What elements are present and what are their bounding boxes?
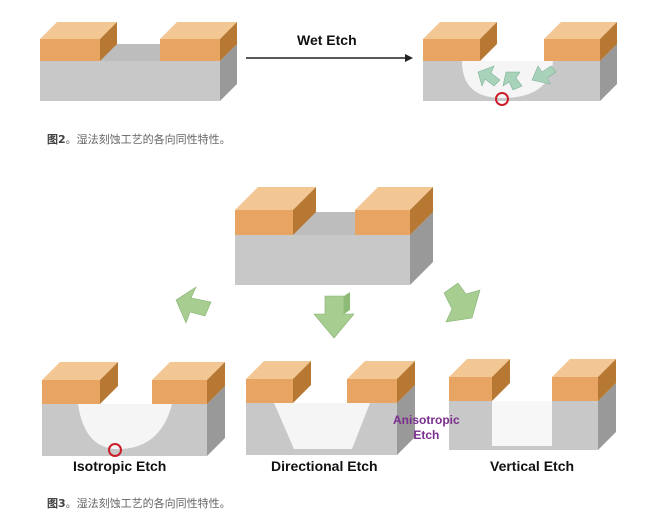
mask-block-right-side (598, 359, 616, 401)
wafer-directional-etch (246, 361, 415, 455)
mask-block-left-side (100, 22, 117, 61)
mask-block-left-top (40, 22, 117, 39)
etch-arrow-right (443, 282, 481, 323)
mask-block-left-front (42, 380, 100, 404)
mask-block-left-side (492, 359, 510, 401)
mask-block-right-side (397, 361, 415, 403)
etchant-arrow-right (531, 65, 557, 85)
trench-floor (98, 44, 162, 61)
mask-block-left-side (480, 22, 497, 61)
mask-block-left-top (42, 362, 118, 380)
mask-block-right-front (347, 379, 397, 403)
substrate-side (397, 385, 415, 455)
figure3-caption: 图3。湿法刻蚀工艺的各向同性特性。 (47, 495, 231, 511)
mask-block-left-front (235, 210, 293, 235)
figure2-caption-number: 图2 (47, 133, 66, 146)
wet-etch-arrow (246, 54, 413, 62)
isotropic-etch-cavity (78, 404, 172, 450)
mask-block-left-top (423, 22, 497, 39)
wafer-before-wet-etch (40, 22, 237, 101)
mask-block-right-top (552, 359, 616, 377)
mask-block-right-top (347, 361, 415, 379)
mask-block-left-top (449, 359, 510, 377)
mask-block-right-front (552, 377, 598, 401)
wafer-vertical-etch (449, 359, 616, 450)
wet-etch-label: Wet Etch (297, 32, 357, 48)
wafer-after-wet-etch (423, 22, 617, 106)
figure3-caption-text: 。湿法刻蚀工艺的各向同性特性。 (65, 497, 231, 510)
etchant-arrow-center (502, 71, 523, 91)
mask-block-left-front (246, 379, 293, 403)
etch-arrow-center (313, 292, 355, 339)
mask-block-right-front (160, 39, 220, 61)
substrate-side (410, 212, 433, 285)
etch-arrow-left (175, 286, 212, 324)
mask-block-left-side (293, 361, 311, 403)
vertical-etch-label: Vertical Etch (490, 458, 575, 474)
mask-block-left-top (246, 361, 311, 379)
mask-block-right-front (355, 210, 410, 235)
mask-block-right-side (600, 22, 617, 61)
mask-block-left-front (449, 377, 492, 401)
undercut-marker (495, 92, 509, 106)
wafer-before-etch (235, 187, 433, 285)
figure3-caption-number: 图3 (47, 497, 66, 510)
mask-block-left-front (40, 39, 100, 61)
wafer-isotropic-etch (42, 362, 225, 457)
tapered-etch-cavity (274, 403, 370, 449)
mask-block-right-side (410, 187, 433, 235)
vertical-etch-cavity (492, 401, 552, 446)
substrate-side (600, 44, 617, 101)
substrate-front (235, 235, 410, 285)
anisotropic-label-line1: Anisotropic (393, 413, 460, 427)
mask-block-right-front (152, 380, 207, 404)
mask-block-left-side (100, 362, 118, 404)
anisotropic-etch-label: Anisotropic Etch (393, 413, 460, 443)
mask-block-left-side (293, 187, 316, 235)
undercut-marker (108, 443, 122, 457)
substrate-side (220, 44, 237, 101)
mask-block-right-side (207, 362, 225, 404)
mask-block-right-top (544, 22, 617, 39)
figure2-caption-text: 。湿法刻蚀工艺的各向同性特性。 (65, 133, 231, 146)
mask-block-right-top (160, 22, 237, 39)
mask-block-right-front (544, 39, 600, 61)
substrate-side (207, 386, 225, 456)
mask-block-right-top (355, 187, 433, 210)
mask-block-right-side (220, 22, 237, 61)
isotropic-etch-label: Isotropic Etch (73, 458, 167, 474)
directional-etch-label: Directional Etch (271, 458, 378, 474)
etchant-arrow-left (477, 65, 501, 87)
trench-opening (480, 44, 544, 61)
mask-block-left-top (235, 187, 316, 210)
figure2-caption: 图2。湿法刻蚀工艺的各向同性特性。 (47, 131, 231, 147)
substrate-front (40, 61, 220, 101)
anisotropic-label-line2: Etch (413, 428, 440, 442)
mask-block-left-front (423, 39, 480, 61)
mask-block-right-top (152, 362, 225, 380)
substrate-side (598, 383, 616, 450)
trench-opening (492, 383, 552, 401)
